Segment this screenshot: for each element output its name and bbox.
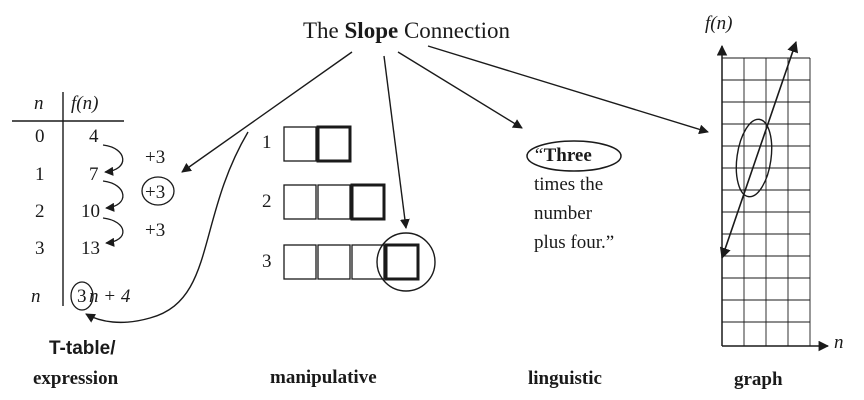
t-table-last-n: n	[31, 286, 41, 307]
slope-highlight-circle	[735, 118, 773, 198]
expression-coefficient: 3	[77, 286, 87, 307]
circled-word-outline	[526, 140, 622, 172]
title-prefix: The	[303, 18, 339, 43]
tile	[317, 244, 351, 280]
linguistic-line3: number	[534, 203, 593, 224]
slope-line	[719, 40, 799, 260]
tile-bold	[384, 243, 420, 281]
graph-y-label: f(n)	[705, 13, 733, 34]
manipulative-tiles	[283, 125, 420, 281]
manipulative-row-3: 3	[262, 251, 272, 272]
coefficient-circle	[70, 281, 94, 311]
manipulative-highlight-circle	[376, 232, 436, 292]
increment-label-1: +3	[145, 147, 166, 168]
increment-label-3: +3	[145, 220, 166, 241]
t-table-label-line1: T-table/	[49, 338, 116, 359]
manipulative-label: manipulative	[270, 367, 377, 388]
tile-bold	[350, 183, 386, 221]
t-table-n-1: 1	[35, 164, 45, 185]
title-arrows	[181, 45, 709, 229]
graph-x-label: n	[834, 332, 844, 353]
linguistic-line4: plus four.”	[534, 232, 615, 253]
tile	[283, 244, 317, 280]
t-table-f-3: 13	[81, 238, 100, 259]
increment-label-2: +3	[145, 182, 166, 203]
t-table-n-0: 0	[35, 126, 45, 147]
arrow-to-coefficient	[85, 131, 249, 323]
t-table-header-f: f(n)	[71, 93, 99, 114]
expression-rest: n + 4	[89, 286, 131, 307]
graph-grid	[721, 57, 811, 346]
tile-bold	[316, 125, 352, 163]
circled-word: Three	[543, 145, 592, 166]
t-table-header-n: n	[34, 93, 44, 114]
tile	[283, 184, 317, 220]
linguistic-line1: “Three	[533, 143, 592, 169]
graph-label: graph	[734, 369, 783, 390]
t-table-n-3: 3	[35, 238, 45, 259]
t-table-n-2: 2	[35, 201, 45, 222]
arrow-to-expression	[181, 51, 353, 173]
t-table-f-2: 10	[81, 201, 100, 222]
open-quote: “	[533, 145, 544, 166]
manipulative-row-2: 2	[262, 191, 272, 212]
page-title: The Slope Connection	[303, 19, 510, 42]
tile	[317, 184, 351, 220]
title-bold-word: Slope	[344, 18, 399, 43]
arrow-to-graph	[427, 45, 709, 135]
title-suffix: Connection	[403, 18, 510, 43]
arrow-to-manipulative	[383, 55, 410, 229]
linguistic-label: linguistic	[528, 368, 602, 389]
arrow-to-linguistic	[397, 51, 523, 129]
t-table-f-1: 7	[89, 164, 99, 185]
t-table-f-0: 4	[89, 126, 99, 147]
tile	[283, 126, 317, 162]
t-table-label-line2: expression	[33, 368, 119, 389]
tile	[351, 244, 385, 280]
t-table-lines	[12, 92, 124, 306]
manipulative-row-1: 1	[262, 132, 272, 153]
increment-highlight-circle	[141, 176, 175, 206]
increment-arrows	[102, 144, 124, 247]
linguistic-line2: times the	[534, 174, 604, 195]
